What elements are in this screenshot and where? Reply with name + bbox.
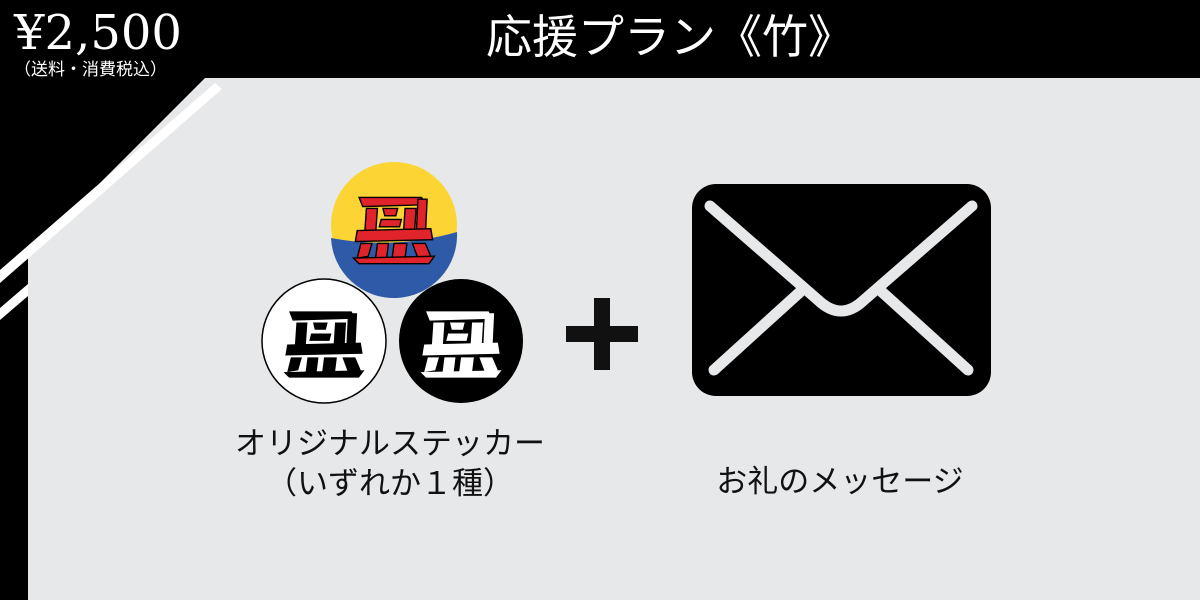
sticker-label: オリジナルステッカー （いずれか１種） xyxy=(210,424,570,504)
sticker-label-line2: （いずれか１種） xyxy=(266,466,514,502)
message-label: お礼のメッセージ xyxy=(716,464,964,500)
price-amount: ¥2,500 xyxy=(14,5,182,61)
diagonal-stripe xyxy=(0,83,222,283)
plan-title: 応援プラン《竹》 xyxy=(486,10,854,64)
diagonal-stripe-small xyxy=(0,284,28,320)
sticker-label-line1: オリジナルステッカー xyxy=(235,426,545,462)
grey-panel xyxy=(28,78,1200,600)
price-note: （送料・消費税込） xyxy=(14,60,167,80)
